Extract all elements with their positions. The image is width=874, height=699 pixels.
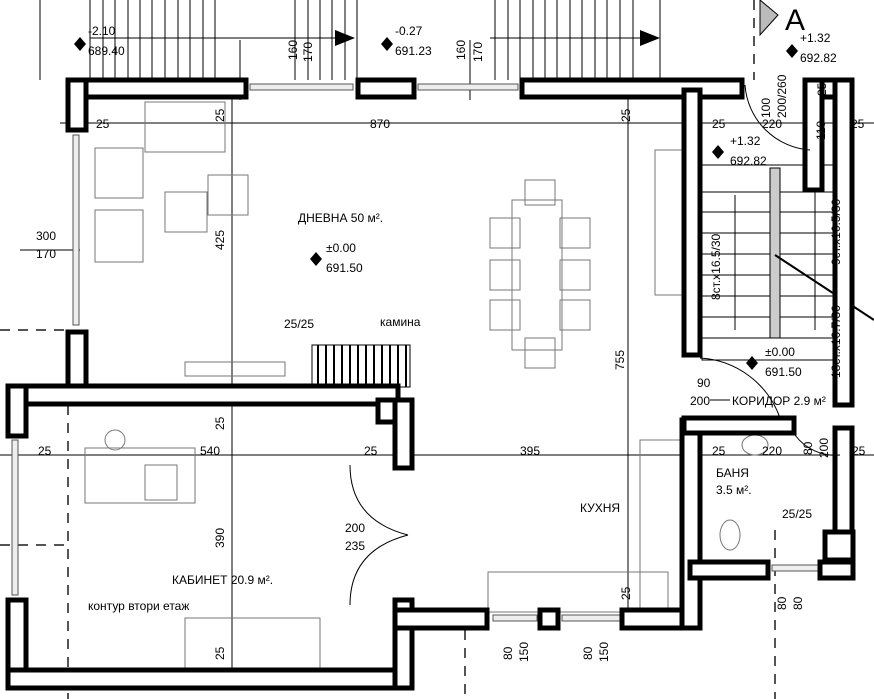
level-relative: -2.10 [88, 24, 116, 38]
dimension-text: 235 [345, 539, 365, 553]
windows [11, 83, 819, 622]
dimension-text: 25 [96, 117, 110, 131]
window [11, 439, 19, 596]
level-absolute: 691.50 [765, 365, 802, 379]
room-label-kitchen: КУХНЯ [580, 501, 620, 515]
dimension-text: 25 [712, 444, 726, 458]
section-marker: A [785, 4, 805, 37]
dimension-text: 150 [517, 642, 531, 662]
stair-cut-line [774, 254, 874, 321]
fireplace-label: камина [380, 315, 421, 329]
dimension-text: 80 [775, 596, 789, 610]
dimension-text: 80 [801, 441, 815, 455]
dimension-text: 25 [852, 444, 866, 458]
level-absolute: 689.40 [88, 44, 125, 58]
doors [349, 84, 841, 606]
room-area-bath: 3.5 м². [716, 483, 752, 497]
room-label-office: КАБИНЕТ 20.9 м². [172, 573, 273, 587]
window [417, 83, 519, 91]
dimension-labels: 160 170 160 170 100 200/260 25 25 870 25… [36, 40, 866, 662]
dimension-text: 80 [501, 646, 515, 660]
room-label-corridor: КОРИДОР 2.9 м² [732, 394, 826, 408]
dimension-text: 540 [200, 444, 220, 458]
dimension-text: 25/25 [284, 317, 314, 331]
dimension-text: 80 [791, 596, 805, 610]
dimension-text: 170 [36, 247, 56, 261]
dimension-text: 25 [815, 82, 829, 96]
dimension-text: 160 [454, 40, 468, 60]
dimension-text: 170 [471, 42, 485, 62]
window [249, 83, 354, 91]
stair-handrail [769, 167, 781, 339]
dimension-text: 25 [619, 586, 633, 600]
dimension-text: 25/25 [782, 507, 812, 521]
level-absolute: 692.82 [730, 154, 767, 168]
outline-note: контур втори етаж [88, 599, 189, 613]
dimension-text: 200 [345, 521, 365, 535]
stair-flight-label: 18ст.х16.7/30 [829, 305, 843, 378]
dimension-text: 25 [619, 108, 633, 122]
dimension-text: 300 [36, 229, 56, 243]
window [492, 614, 538, 622]
dimension-text: 90 [697, 376, 711, 390]
dimension-text: 150 [597, 642, 611, 662]
dimension-text: 170 [301, 42, 315, 62]
dimension-text: 25 [213, 108, 227, 122]
section-arrow-icon [759, 0, 779, 37]
level-relative: +1.32 [800, 31, 831, 45]
dimension-text: 80 [581, 646, 595, 660]
dimension-text: 25 [213, 646, 227, 660]
fireplace [311, 344, 411, 388]
dimension-text: 200 [690, 394, 710, 408]
level-relative: ±0.00 [765, 345, 795, 359]
level-relative: ±0.00 [326, 241, 356, 255]
exterior-steps [39, 0, 661, 80]
dimension-text: 200 [817, 438, 831, 458]
room-label-living: ДНЕВНА 50 м². [298, 211, 383, 225]
dimension-text: 395 [520, 444, 540, 458]
window [72, 134, 80, 326]
dimension-text: 110 [814, 121, 828, 140]
stair-flight-label: 9ст.х16.5/30 [829, 198, 843, 265]
window [561, 614, 621, 622]
window [771, 564, 819, 572]
dimension-text: 25 [712, 117, 726, 131]
dimension-text: 200/260 [775, 74, 789, 118]
dimension-text: 25 [364, 444, 378, 458]
dimension-text: 390 [213, 528, 227, 548]
dimension-text: 220 [762, 444, 782, 458]
dimension-text: 220 [762, 117, 782, 131]
dimension-text: 160 [286, 40, 300, 60]
dimension-text: 870 [370, 117, 390, 131]
level-absolute: 691.23 [395, 44, 432, 58]
level-absolute: 691.50 [326, 261, 363, 275]
dimension-text: 425 [213, 230, 227, 250]
walls [5, 77, 856, 691]
level-relative: +1.32 [730, 134, 761, 148]
dimension-text: 100 [759, 98, 773, 118]
dimension-text: 25 [38, 444, 52, 458]
level-markers: -2.10 689.40 -0.27 691.23 +1.32 692.82 +… [74, 24, 837, 379]
dimension-text: 25 [213, 416, 227, 430]
level-relative: -0.27 [395, 24, 423, 38]
dimension-text: 755 [613, 350, 627, 370]
stair-flight-label: 8ст.х16.5/30 [709, 233, 723, 300]
room-label-bath: БАНЯ [716, 466, 749, 480]
dimension-text: 25 [851, 117, 865, 131]
level-absolute: 692.82 [800, 51, 837, 65]
